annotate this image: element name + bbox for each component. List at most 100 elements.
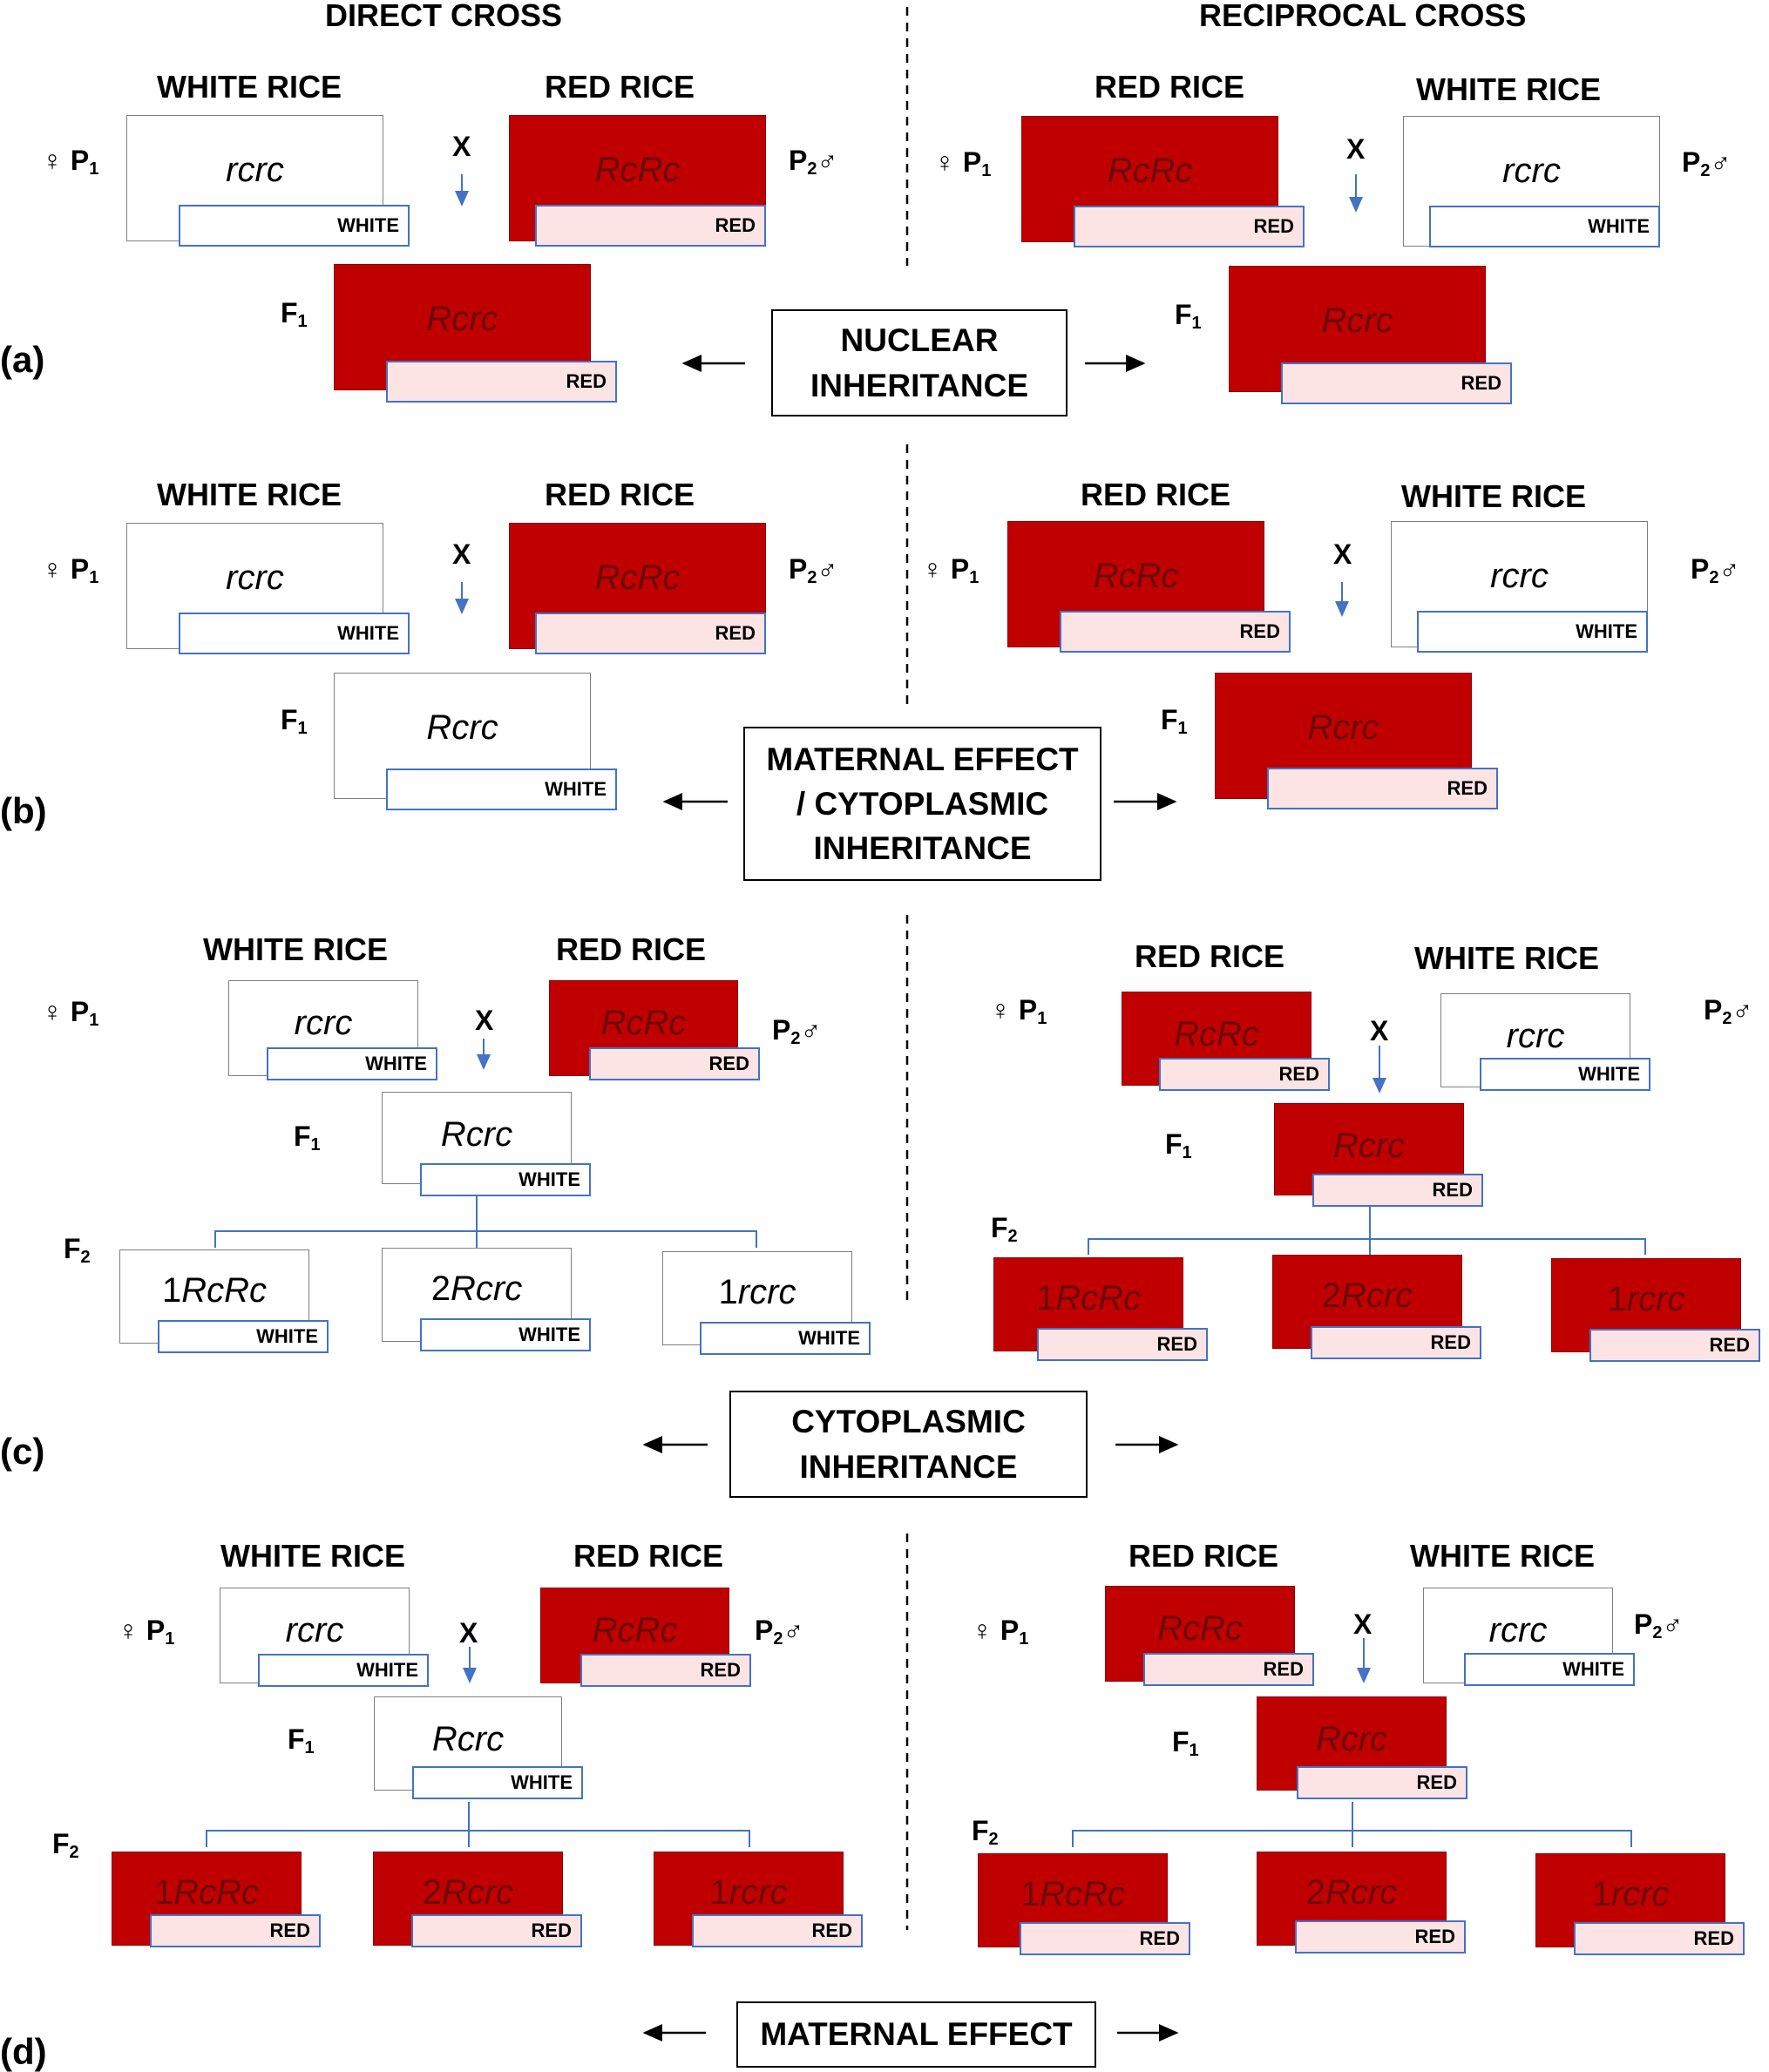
- phenotype-tag-white: WHITE: [1417, 611, 1648, 653]
- male-p2-marker: P2♂: [1682, 146, 1732, 180]
- genotype: 2Rcrc: [430, 1270, 523, 1308]
- cross-symbol: X: [452, 131, 471, 162]
- phenotype-tag-red: RED: [1311, 1326, 1481, 1359]
- phenotype-tag-white: WHITE: [412, 1766, 583, 1799]
- phenotype-tag-red: RED: [1312, 1174, 1483, 1207]
- female-p1-marker: ♀ P1: [118, 1615, 175, 1649]
- phenotype-tag-white: WHITE: [158, 1320, 329, 1353]
- f2-label: F2: [64, 1233, 91, 1267]
- part-label-d: (d): [0, 2031, 47, 2072]
- phenotype-tag-red: RED: [1267, 768, 1498, 809]
- label-white-rice: WHITE RICE: [203, 931, 388, 967]
- f1-label: F1: [1165, 1128, 1192, 1162]
- label-white-rice: WHITE RICE: [1416, 71, 1601, 107]
- male-p2-marker: P2♂: [1691, 553, 1740, 587]
- female-p1-marker: ♀ P1: [42, 996, 99, 1030]
- male-p2-marker: P2♂: [772, 1014, 822, 1048]
- male-p2-marker: P2♂: [1704, 994, 1753, 1028]
- male-p2-marker: P2♂: [755, 1615, 804, 1649]
- part-label-c: (c): [0, 1431, 45, 1472]
- phenotype-tag-red: RED: [1281, 362, 1512, 404]
- genotype: 2Rcrc: [422, 1873, 514, 1912]
- phenotype-tag-red: RED: [386, 361, 617, 403]
- genotype: 1rcrc: [1591, 1875, 1670, 1913]
- phenotype-tag-white: WHITE: [1480, 1058, 1650, 1091]
- phenotype-tag-white: WHITE: [420, 1163, 591, 1196]
- phenotype-tag-red: RED: [150, 1914, 321, 1947]
- f2-label: F2: [972, 1815, 999, 1849]
- genotype: 2Rcrc: [1321, 1276, 1413, 1315]
- phenotype-tag-red: RED: [1589, 1329, 1760, 1362]
- genotype: rcrc: [1502, 152, 1561, 190]
- cross-symbol: X: [1370, 1015, 1389, 1046]
- genotype: rcrc: [294, 1004, 353, 1042]
- phenotype-tag-red: RED: [1037, 1328, 1208, 1361]
- phenotype-tag-white: WHITE: [700, 1322, 871, 1355]
- label-white-rice: WHITE RICE: [1414, 940, 1599, 976]
- genotype: RcRc: [1174, 1015, 1259, 1053]
- phenotype-tag-red: RED: [1074, 206, 1305, 247]
- genotype: Rcrc: [1315, 1720, 1388, 1758]
- mechanism-label-d: MATERNAL EFFECT: [736, 2001, 1096, 2068]
- phenotype-tag-red: RED: [692, 1914, 863, 1947]
- phenotype-tag-white: WHITE: [1464, 1653, 1635, 1686]
- cross-symbol: X: [459, 1617, 478, 1649]
- genotype: RcRc: [594, 151, 681, 189]
- genotype: Rcrc: [1307, 708, 1379, 747]
- phenotype-tag-red: RED: [411, 1914, 582, 1947]
- female-p1-marker: ♀ P1: [990, 994, 1047, 1028]
- label-white-rice: WHITE RICE: [157, 69, 342, 105]
- phenotype-tag-white: WHITE: [420, 1318, 591, 1351]
- label-white-rice: WHITE RICE: [1410, 1538, 1595, 1574]
- genotype: rcrc: [1488, 1611, 1548, 1649]
- label-red-rice: RED RICE: [556, 931, 707, 967]
- phenotype-tag-red: RED: [580, 1654, 751, 1687]
- genotype: rcrc: [1490, 557, 1549, 595]
- male-p2-marker: P2♂: [789, 145, 838, 179]
- genotype: rcrc: [226, 151, 284, 189]
- label-white-rice: WHITE RICE: [220, 1538, 405, 1574]
- genotype: 1rcrc: [709, 1873, 788, 1912]
- label-red-rice: RED RICE: [1081, 477, 1231, 512]
- label-red-rice: RED RICE: [1128, 1538, 1279, 1574]
- phenotype-tag-white: WHITE: [179, 613, 410, 654]
- genotype: rcrc: [226, 559, 284, 597]
- genotype: Rcrc: [1332, 1127, 1406, 1165]
- label-red-rice: RED RICE: [1135, 938, 1285, 974]
- label-red-rice: RED RICE: [545, 69, 695, 105]
- genotype: Rcrc: [426, 300, 498, 338]
- genotype: 1RcRc: [153, 1873, 260, 1912]
- genotype: Rcrc: [440, 1115, 513, 1154]
- label-white-rice: WHITE RICE: [1401, 478, 1586, 514]
- female-p1-marker: ♀ P1: [972, 1615, 1029, 1649]
- f1-label: F1: [294, 1121, 321, 1154]
- female-p1-marker: ♀ P1: [42, 553, 99, 587]
- genotype: Rcrc: [431, 1720, 505, 1758]
- genotype: RcRc: [1093, 557, 1179, 595]
- genotype: 1rcrc: [718, 1273, 796, 1311]
- genotype: RcRc: [1107, 152, 1193, 190]
- f1-label: F1: [1172, 1726, 1199, 1760]
- label-red-rice: RED RICE: [1095, 69, 1245, 105]
- part-label-b: (b): [0, 790, 47, 831]
- female-p1-marker: ♀ P1: [922, 553, 979, 587]
- genotype: 1RcRc: [1020, 1875, 1126, 1913]
- grain-box-red: 1rcrc: [654, 1852, 844, 1946]
- label-red-rice: RED RICE: [545, 477, 695, 512]
- genotype: 1RcRc: [1035, 1279, 1142, 1317]
- phenotype-tag-white: WHITE: [386, 769, 617, 810]
- f1-label: F1: [281, 704, 308, 738]
- header-reciprocal-cross: RECIPROCAL CROSS: [1199, 0, 1527, 33]
- phenotype-tag-red: RED: [1060, 611, 1291, 653]
- female-p1-marker: ♀ P1: [42, 145, 99, 179]
- male-p2-marker: P2♂: [789, 553, 838, 587]
- phenotype-tag-white: WHITE: [179, 205, 410, 247]
- genotype: Rcrc: [426, 708, 498, 747]
- genotype: 2Rcrc: [1305, 1873, 1398, 1912]
- genotype: RcRc: [594, 559, 681, 597]
- header-direct-cross: DIRECT CROSS: [325, 0, 563, 33]
